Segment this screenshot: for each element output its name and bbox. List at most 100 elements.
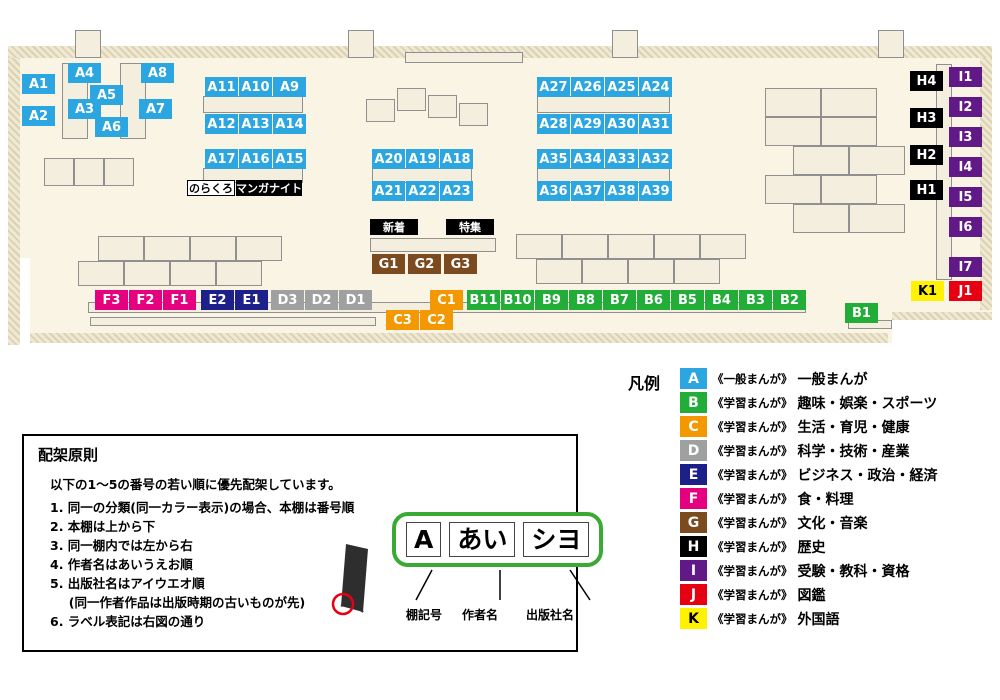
legend-category-label: 趣味・娯楽・スポーツ [797,395,938,412]
bookshelf [366,99,395,122]
legend-category-label: ビジネス・政治・経済 [797,467,938,484]
shelf-label-A37: A37 [571,181,604,201]
caption-publisher: 出版社名 [526,608,575,622]
legend-color-box-J: J [680,584,707,605]
shelf-label-D1: D1 [339,290,372,310]
text-label-0: のらくろ [187,180,235,196]
shelf-label-B2: B2 [773,290,806,310]
bookshelf [44,158,74,186]
legend-prefix: 《学習まんが》 [712,467,793,482]
legend-color-box-I: I [680,560,707,581]
bookshelf [849,204,905,233]
bookshelf [144,236,190,261]
shelf-label-A1: A1 [22,74,55,94]
bookshelf [203,96,303,113]
shelf-label-G3: G3 [444,254,477,274]
text-label-2: 新着 [370,219,418,235]
shelf-label-A9: A9 [273,77,306,97]
bookshelf [397,88,426,111]
shelf-label-B9: B9 [535,290,568,310]
bookshelf [104,158,134,186]
legend-category-label: 文化・音楽 [797,515,868,532]
shelf-label-I7: I7 [949,257,982,277]
shelf-label-D2: D2 [305,290,338,310]
bookshelf [428,95,457,118]
shelf-label-A23: A23 [440,181,473,201]
legend-prefix: 《一般まんが》 [712,371,793,386]
legend-item-F: F 《学習まんが》食・料理 [680,488,998,509]
shelf-label-B11: B11 [467,290,500,310]
principles-intro: 以下の1〜5の番号の若い順に優先配架しています。 [50,477,341,492]
shelf-label-B6: B6 [637,290,670,310]
shelf-label-A16: A16 [239,149,272,169]
bookshelf [628,259,674,284]
pillar [75,30,101,58]
bookshelf [370,238,496,252]
shelf-label-B7: B7 [603,290,636,310]
legend-item-A: A 《一般まんが》一般まんが [680,368,998,389]
shelf-label-F1: F1 [163,290,196,310]
legend-category-label: 歴史 [797,539,826,556]
shelf-label-J1: J1 [949,281,982,301]
legend-prefix: 《学習まんが》 [712,611,793,626]
legend-prefix: 《学習まんが》 [712,419,793,434]
wall-hatch [980,58,992,310]
pillar [348,30,374,58]
legend-color-box-F: F [680,488,707,509]
legend-title: 凡例 [628,374,661,393]
shelf-label-B1: B1 [845,303,878,323]
legend-color-box-G: G [680,512,707,533]
principles-panel: 配架原則 以下の1〜5の番号の若い順に優先配架しています。 1. 同一の分類(同… [22,434,604,652]
bookshelf [700,234,746,259]
legend-color-box-A: A [680,368,707,389]
shelf-label-A6: A6 [95,117,128,137]
legend-item-H: H《学習まんが》歴史 [680,536,998,557]
bookshelf [849,146,905,175]
text-label-3: 特集 [446,219,494,235]
bookshelf [654,234,700,259]
shelf-label-E1: E1 [235,290,268,310]
legend-prefix: 《学習まんが》 [712,563,793,578]
legend-item-I: I《学習まんが》受験・教科・資格 [680,560,998,581]
legend-item-J: J《学習まんが》図鑑 [680,584,998,605]
shelf-label-A29: A29 [571,114,604,134]
shelf-label-I6: I6 [949,217,982,237]
shelf-label-G1: G1 [372,254,405,274]
shelf-label-D3: D3 [271,290,304,310]
shelf-label-I3: I3 [949,127,982,147]
shelf-label-A31: A31 [639,114,672,134]
shelf-label-B8: B8 [569,290,602,310]
shelf-label-C1: C1 [430,290,463,310]
label-example-box: A あい シヨ [392,512,604,568]
connector-lines [415,569,591,601]
example-publisher: シヨ [523,522,590,558]
shelf-label-A30: A30 [605,114,638,134]
wall-hatch [30,333,888,343]
shelf-label-A39: A39 [639,181,672,201]
rule-5: 5. 出版社名はアイウエオ順 [50,576,205,591]
example-author: あい [449,522,516,558]
rule-3: 3. 同一棚内では左から右 [50,538,193,553]
bookshelf [190,236,236,261]
bookshelf [216,261,262,286]
legend-category-label: 食・料理 [797,491,854,508]
bookshelf [124,261,170,286]
legend-category-label: 生活・育児・健康 [797,419,910,436]
shelf-label-F3: F3 [95,290,128,310]
legend-prefix: 《学習まんが》 [712,491,793,506]
bookshelf [582,259,628,284]
legend-category-label: 一般まんが [797,371,868,388]
legend-prefix: 《学習まんが》 [712,395,793,410]
shelf-label-A3: A3 [68,99,101,119]
legend-category-label: 図鑑 [797,587,826,604]
shelf-label-H1: H1 [910,180,943,200]
shelf-label-A25: A25 [605,77,638,97]
bookshelf [821,88,877,117]
bookshelf [793,204,849,233]
shelf-label-H3: H3 [910,108,943,128]
shelf-label-A13: A13 [239,114,272,134]
bookshelf [793,146,849,175]
